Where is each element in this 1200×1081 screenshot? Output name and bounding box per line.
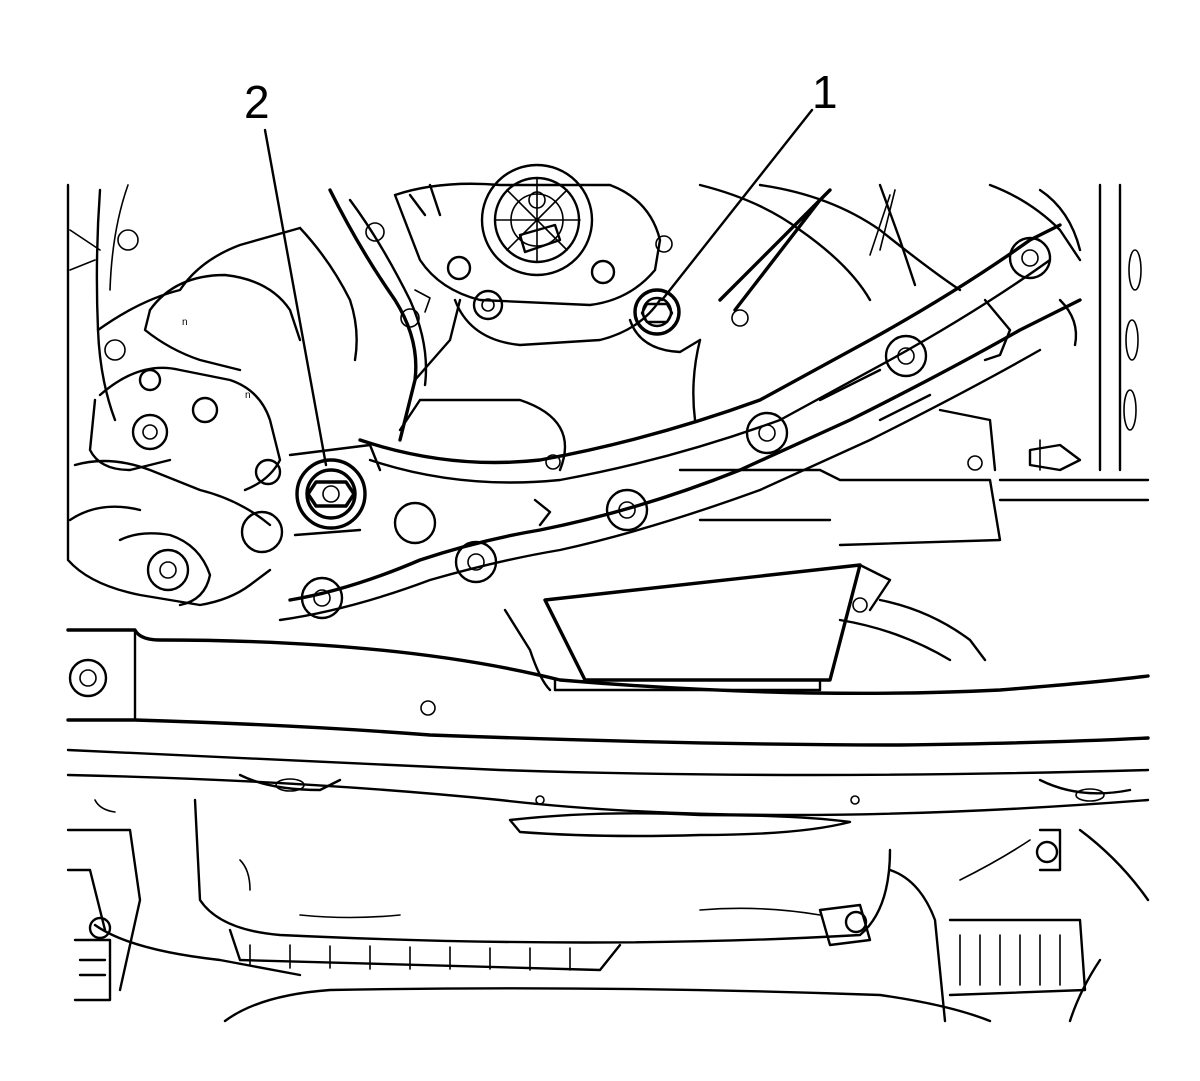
svg-text:n: n <box>182 317 188 328</box>
flywheel-housing <box>692 183 1082 422</box>
lower-right-components <box>818 828 1150 1023</box>
leader-line-1 <box>660 108 814 302</box>
callout-2: 2 <box>244 76 328 467</box>
oil-pan <box>66 798 992 1023</box>
callout-1: 1 <box>660 66 838 302</box>
svg-text:n: n <box>245 390 251 401</box>
mount-bracket-rail <box>278 223 1082 622</box>
leader-line-2 <box>263 128 328 467</box>
starter-assembly <box>393 163 673 382</box>
mount-body <box>678 183 1150 547</box>
bolt-2 <box>288 443 382 537</box>
bolt-1 <box>628 288 702 354</box>
callout-label-1: 1 <box>812 66 838 118</box>
lower-mount-block <box>503 563 987 692</box>
crossmember <box>66 628 1150 838</box>
callout-label-2: 2 <box>244 76 270 128</box>
transmission-housing: n n <box>66 183 431 607</box>
